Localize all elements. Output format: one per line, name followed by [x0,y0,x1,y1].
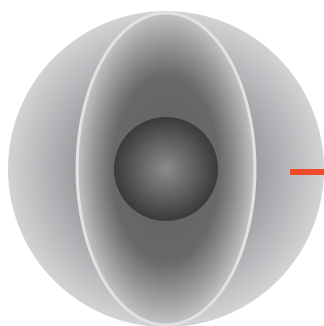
orbit-marker-icon [290,169,324,175]
core-circle-icon [114,117,218,221]
